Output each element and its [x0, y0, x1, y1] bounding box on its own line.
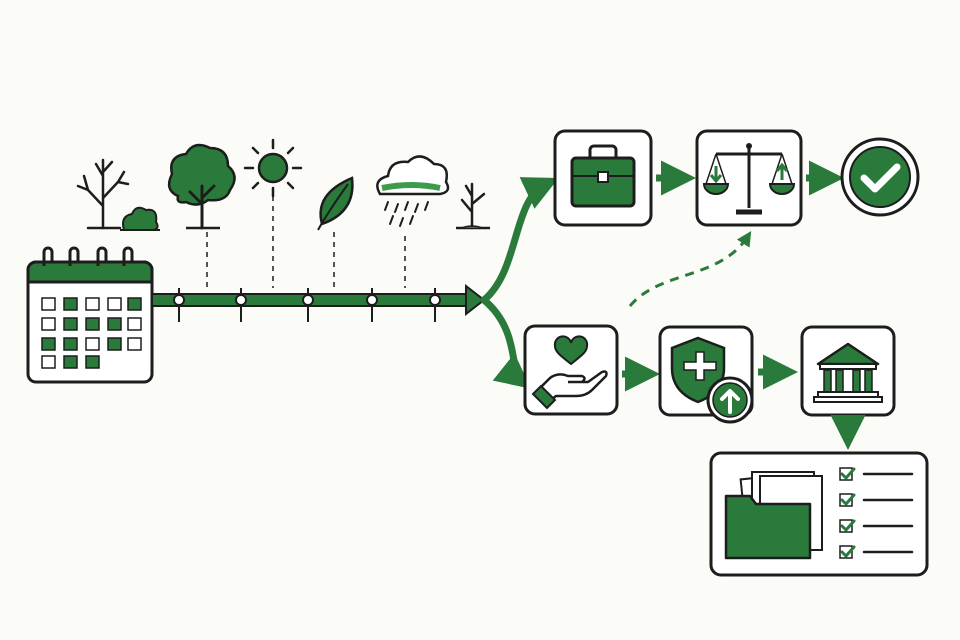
balance-scale-icon [702, 143, 796, 215]
arrow-up-badge-icon [706, 376, 754, 424]
shield-card [658, 325, 754, 424]
folder-checklist-card [709, 451, 929, 577]
briefcase-card [553, 129, 653, 227]
sun-icon [243, 138, 303, 198]
calendar-icon [26, 246, 154, 384]
timeline-marker [235, 288, 247, 322]
bush-icon [120, 206, 160, 231]
timeline-marker [429, 288, 441, 322]
sprout-icon [456, 182, 490, 230]
briefcase-icon [570, 144, 636, 208]
branch-connectors [480, 177, 559, 389]
shield-plus-icon [670, 336, 726, 404]
hand-heart-icon [531, 335, 608, 410]
timeline-markers [173, 288, 441, 322]
bare-tree-icon [76, 158, 130, 230]
hand-heart-card [523, 324, 619, 416]
timeline-connectors [206, 196, 406, 288]
scale-card [695, 129, 803, 227]
checklist-icon [839, 467, 914, 559]
bank-card [800, 325, 896, 417]
timeline-marker [173, 288, 185, 322]
dashed-link [628, 230, 752, 307]
timeline-marker [366, 288, 378, 322]
bank-building-icon [813, 342, 883, 403]
timeline-marker [302, 288, 314, 322]
folder-icon [724, 471, 823, 560]
rain-cloud-icon [376, 155, 450, 227]
leafy-tree-icon [167, 143, 236, 230]
leaf-icon [317, 176, 354, 231]
check-circle-icon [840, 137, 920, 217]
